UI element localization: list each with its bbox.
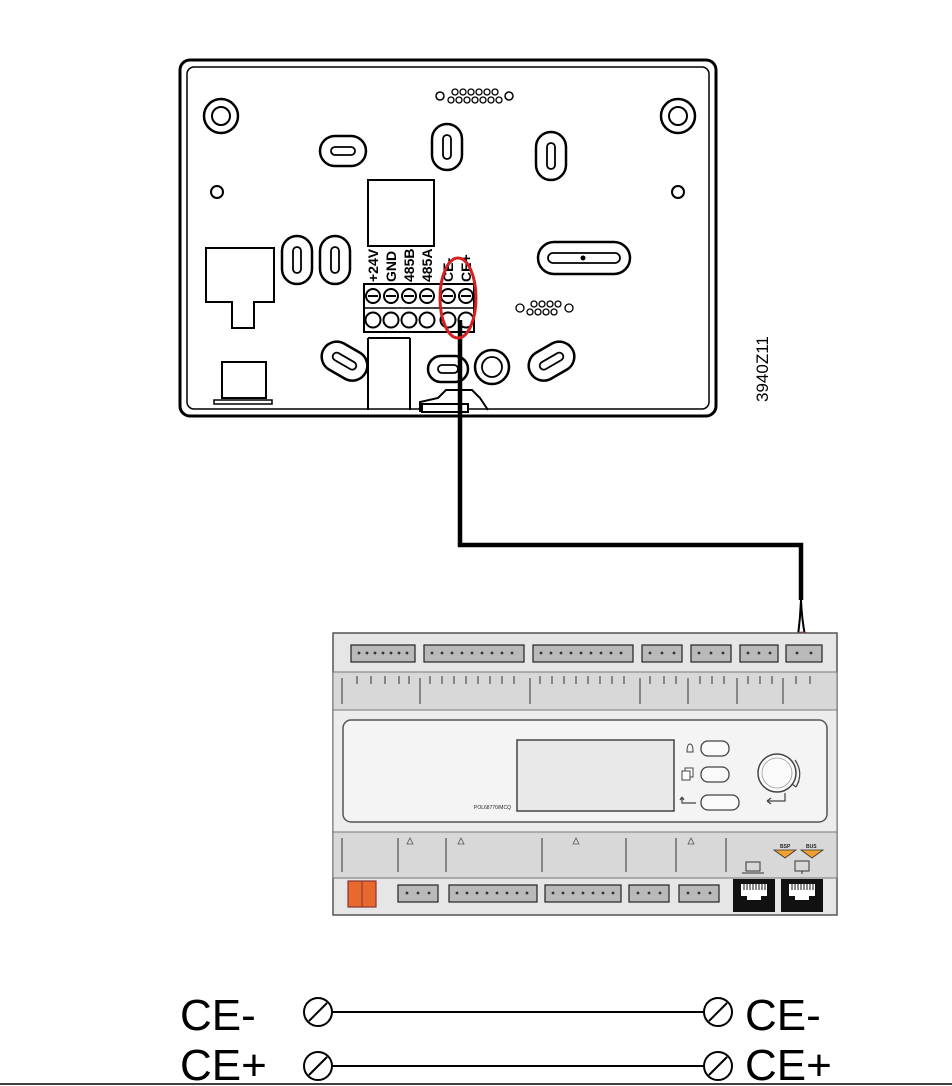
controller: POL68770/MCQ — [332, 632, 838, 916]
monitor-icon — [794, 860, 810, 874]
slot — [430, 122, 464, 172]
terminal-block: +24V GND 485B 485A CE- CE+ — [363, 248, 475, 333]
terminal-label-24v: +24V — [365, 248, 381, 282]
slot — [534, 130, 568, 182]
alarm-button[interactable] — [700, 740, 730, 757]
rotary-knob[interactable] — [757, 753, 797, 793]
controller-model-label: POL68770/MCQ — [474, 805, 511, 811]
slot — [536, 240, 632, 276]
enter-icon — [766, 793, 786, 805]
bus-port-indicator: BUS — [799, 844, 825, 859]
legend-left-ce-plus: CE+ — [180, 1041, 267, 1086]
wire-ce-plus — [303, 1051, 733, 1081]
back-arrow-icon — [679, 796, 696, 804]
drawing-id: 3940Z11 — [753, 336, 772, 402]
terminal-label-gnd: GND — [383, 251, 399, 282]
thermostat-backplate: +24V GND 485B 485A CE- CE+ — [178, 58, 718, 418]
slot — [318, 234, 352, 286]
bsp-port-indicator: BSP — [772, 844, 798, 859]
slot — [318, 134, 368, 168]
prg-button[interactable] — [700, 766, 730, 783]
highlight-thermostat-ce-terminals — [438, 256, 478, 340]
lcd-display — [516, 739, 675, 812]
mounting-hole-top-left — [202, 97, 240, 135]
terminal-label-485a: 485A — [419, 249, 435, 282]
round-hole — [473, 348, 511, 386]
bell-icon — [686, 743, 694, 753]
bus-label: BUS — [806, 844, 817, 850]
terminal-label-485b: 485B — [401, 249, 417, 282]
terminal-label-ce-plus: CE+ — [458, 254, 474, 282]
wire-ce-minus — [303, 997, 733, 1027]
rj45-port[interactable] — [733, 879, 775, 912]
bsp-label: BSP — [780, 844, 791, 850]
small-connector — [515, 300, 574, 316]
esc-button[interactable] — [700, 794, 740, 811]
legend-right-ce-minus: CE- — [745, 991, 821, 1040]
rotate-arrow-icon — [791, 759, 801, 788]
slot — [527, 340, 576, 382]
legend-left-ce-minus: CE- — [180, 991, 256, 1040]
pages-icon — [681, 767, 694, 781]
top-connector — [435, 88, 514, 104]
legend-right-ce-plus: CE+ — [745, 1041, 832, 1086]
slot — [280, 234, 314, 286]
mounting-hole-top-right — [659, 97, 697, 135]
wiring-legend: CE- CE+ CE- CE+ — [180, 991, 832, 1086]
slot — [320, 340, 369, 382]
rj45-port[interactable] — [781, 879, 823, 912]
laptop-icon — [742, 861, 764, 874]
